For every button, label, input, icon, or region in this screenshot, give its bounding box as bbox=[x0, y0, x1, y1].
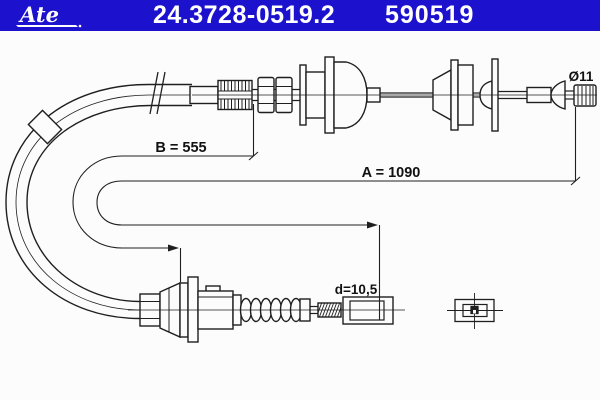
dimension-b-path bbox=[72, 155, 253, 249]
clevis-inner bbox=[349, 300, 385, 321]
sheath-inner-edge bbox=[26, 104, 192, 303]
knurl-ribs bbox=[218, 81, 252, 109]
break-marks bbox=[149, 71, 166, 115]
clevis bbox=[342, 296, 394, 325]
cable-sheath bbox=[5, 83, 195, 320]
housing-flange-2 bbox=[187, 276, 199, 343]
cable-technical-drawing: B = 555 A = 1090 d=10,5 Ø11 bbox=[0, 31, 600, 400]
header: Ate 24.3728-0519.2 590519 bbox=[0, 0, 600, 31]
dimension-d-label: d=10,5 bbox=[335, 282, 378, 297]
barrel-nipple-ribs bbox=[577, 86, 594, 105]
ate-logo-text: Ate bbox=[18, 2, 59, 27]
pin-bracket-detail bbox=[447, 293, 503, 329]
sheath-collar bbox=[27, 109, 63, 145]
reference-number: 590519 bbox=[385, 1, 475, 29]
dimension-a bbox=[96, 107, 581, 229]
dimension-b bbox=[72, 104, 259, 282]
barrel-nipple bbox=[573, 84, 597, 107]
dimension-b-arrow bbox=[168, 244, 179, 252]
part-number: 24.3728-0519.2 bbox=[153, 1, 336, 29]
dimension-b-tick bbox=[248, 151, 259, 161]
ate-logo: Ate bbox=[16, 2, 82, 28]
end-rod bbox=[498, 90, 527, 100]
break-mark-left bbox=[149, 71, 159, 115]
ate-logo-trademark-dot bbox=[78, 24, 82, 28]
inner-cable-upper bbox=[380, 92, 433, 98]
dimension-b-label: B = 555 bbox=[155, 140, 206, 156]
bracket-outer bbox=[454, 298, 495, 323]
dimension-a-label: A = 1090 bbox=[362, 165, 421, 181]
dimension-a-path bbox=[96, 180, 575, 226]
sheath-outer-edge bbox=[5, 83, 192, 320]
end-rod-2 bbox=[565, 90, 574, 100]
bracket-inner bbox=[462, 303, 488, 318]
dimension-labels: B = 555 A = 1090 d=10,5 Ø11 bbox=[155, 69, 593, 297]
ate-logo-underline bbox=[16, 25, 78, 27]
sheath-collar-band bbox=[27, 109, 63, 145]
break-mark-right bbox=[156, 71, 166, 115]
dimension-a-arrow bbox=[367, 221, 378, 229]
diameter-label: Ø11 bbox=[569, 69, 594, 84]
cable-centerline-loop bbox=[15, 94, 195, 311]
centerlines bbox=[128, 94, 597, 320]
bracket-pin-notch bbox=[473, 310, 476, 314]
lower-rod bbox=[310, 305, 318, 315]
